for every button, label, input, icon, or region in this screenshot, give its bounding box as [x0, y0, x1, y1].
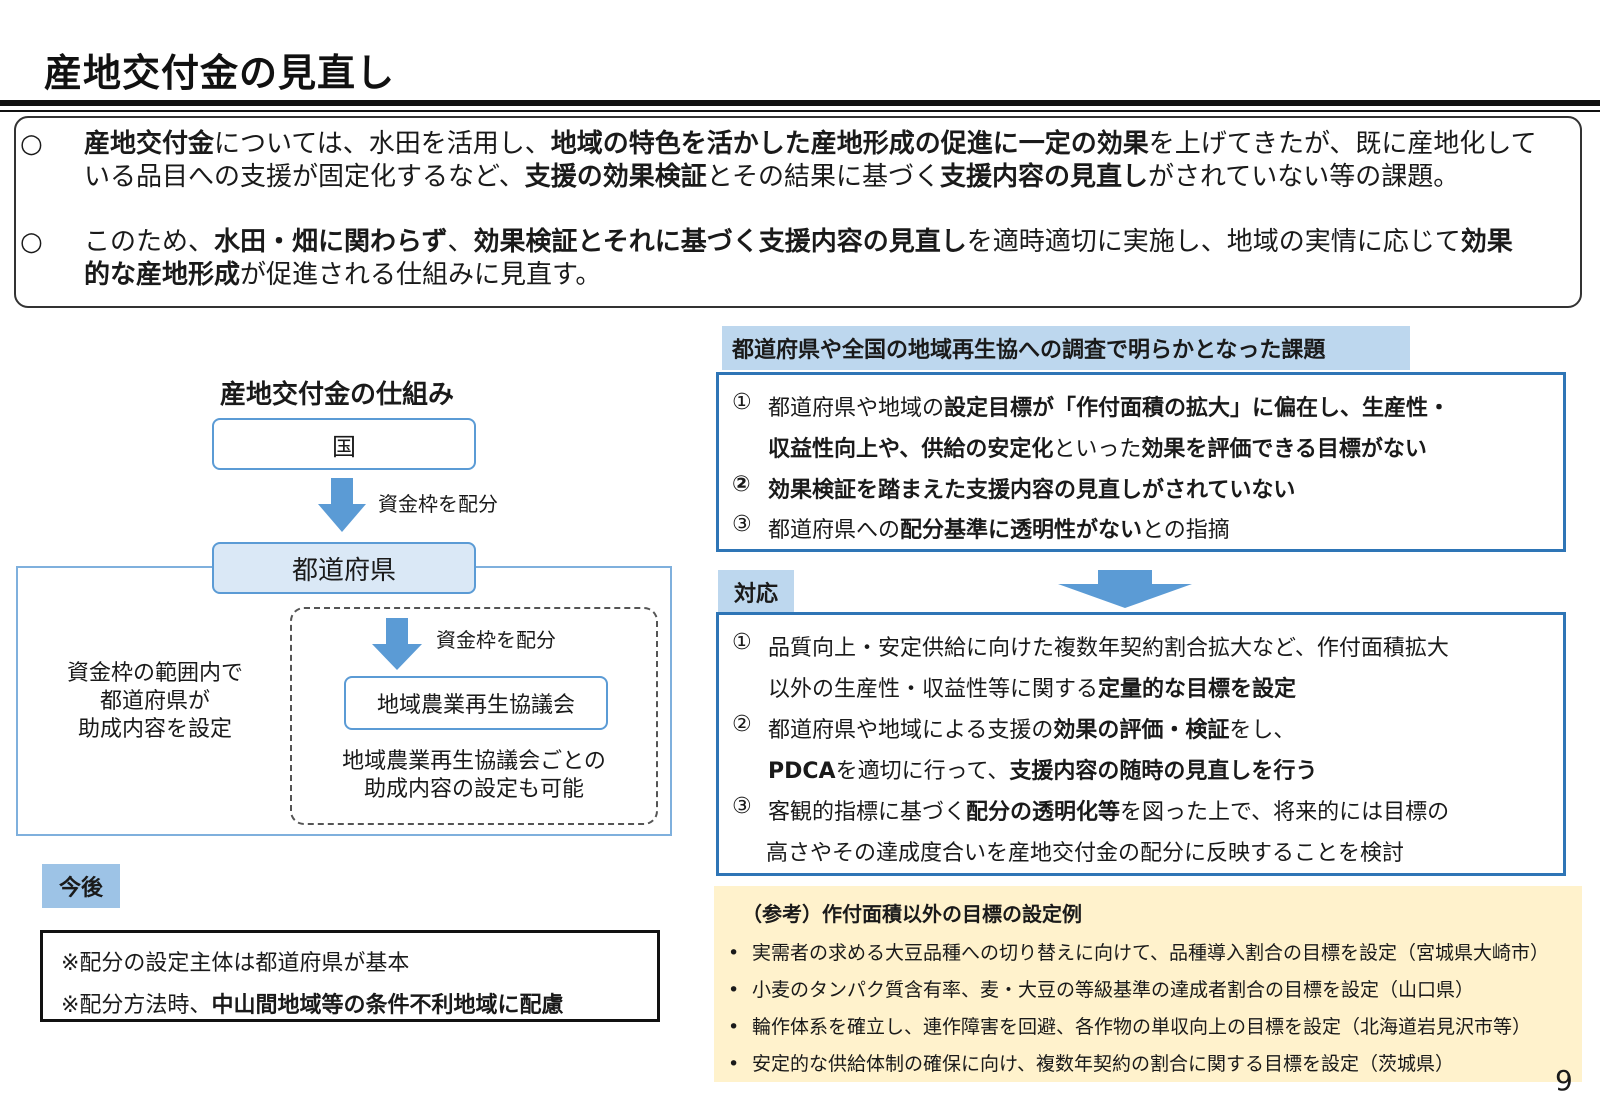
kongo-tag: 今後	[42, 864, 120, 908]
item-number: ②	[732, 712, 752, 737]
text: といった	[1053, 437, 1142, 462]
response-2-line-2: PDCAを適切に行って、支援内容の随時の見直しを行う	[768, 753, 1317, 785]
text: を適時適切に実施し、地域の実情に応じて	[966, 227, 1461, 257]
bullet-icon: •	[728, 979, 740, 1001]
issue-1-line-2: 収益性向上や、供給の安定化といった効果を評価できる目標がない	[768, 431, 1427, 463]
text: 都道府県や地域による支援の	[768, 718, 1054, 743]
issue-2-line: 効果検証を踏まえた支援内容の見直しがされていない	[768, 478, 1296, 503]
down-arrow-icon	[1058, 570, 1192, 608]
text: がされていない等の課題。	[1147, 162, 1460, 192]
council-dashed-region	[290, 607, 658, 825]
page-title: 産地交付金の見直し	[44, 51, 396, 95]
prefecture-note: 資金枠の範囲内で 都道府県が 助成内容を設定	[66, 661, 243, 742]
issues-tag: 都道府県や全国の地域再生協への調査で明らかとなった課題	[722, 326, 1410, 370]
text-bold: 支援内容の随時の見直しを行う	[1009, 759, 1318, 784]
issue-1-line-1: 都道府県や地域の設定目標が「作付面積の拡大」に偏在し、生産性・	[768, 390, 1450, 422]
item-number: ①	[732, 630, 752, 655]
page-number: 9	[1555, 1064, 1573, 1097]
bullet-icon: •	[728, 1053, 740, 1075]
text: 以外の生産性・収益性等に関する	[768, 677, 1099, 702]
text: このため、	[84, 227, 215, 257]
response-3-line-2: 高さやその達成度合いを産地交付金の配分に反映することを検討	[766, 841, 1405, 866]
text: との指摘	[1142, 518, 1230, 543]
text: とその結果に基づく	[706, 162, 940, 192]
council-note: 地域農業再生協議会ごとの 助成内容の設定も可能	[342, 749, 606, 802]
text-bold: 効果的な産地形成	[84, 227, 1513, 290]
text: 都道府県や地域の	[768, 396, 945, 421]
text-bold: 設定目標が「作付面積の拡大」に偏在し、生産性・	[944, 396, 1451, 421]
text: を上げてきたが、既に産地化している品目への支援が固定化するなど、	[84, 129, 1537, 192]
text: 客観的指標に基づく	[768, 800, 967, 825]
text: をし、	[1229, 718, 1296, 743]
text-bold: 支援内容の見直し	[939, 162, 1148, 192]
issue-3-line: 都道府県への配分基準に透明性がないとの指摘	[768, 512, 1230, 544]
title-rule	[0, 100, 1600, 106]
response-2-line-1: 都道府県や地域による支援の効果の評価・検証をし、	[768, 712, 1295, 744]
item-number: ①	[732, 390, 752, 415]
bullet-icon: •	[728, 942, 740, 964]
down-arrow-icon	[318, 478, 366, 532]
bullet-icon: •	[728, 1016, 740, 1038]
text: ※配分方法時、	[61, 993, 212, 1018]
text-bold: 水田・畑に関わらず	[214, 227, 448, 257]
response-1-line-2: 以外の生産性・収益性等に関する定量的な目標を設定	[768, 671, 1296, 703]
reference-item: • 実需者の求める大豆品種への切り替えに向けて、品種導入割合の目標を設定（宮城県大…	[728, 938, 1549, 965]
text: を図った上で、将来的には目標の	[1120, 800, 1450, 825]
text: 輪作体系を確立し、連作障害を回避、各作物の単収向上の目標を設定（北海道岩見沢市等…	[752, 1016, 1532, 1038]
text-bold: 配分の透明化等	[966, 800, 1121, 825]
node-council: 地域農業再生協議会	[344, 676, 608, 730]
down-arrow-icon	[372, 618, 422, 670]
node-kuni: 国	[212, 418, 476, 470]
summary-paragraph-1: ○ 産地交付金については、水田を活用し、地域の特色を活かした産地形成の促進に一定…	[20, 128, 1538, 194]
text-bold: 定量的な目標を設定	[1098, 677, 1297, 702]
reference-item: • 小麦のタンパク質含有率、麦・大豆の等級基準の達成者割合の目標を設定（山口県）	[728, 975, 1474, 1002]
reference-item: • 輪作体系を確立し、連作障害を回避、各作物の単収向上の目標を設定（北海道岩見沢市…	[728, 1012, 1531, 1039]
text: 小麦のタンパク質含有率、麦・大豆の等級基準の達成者割合の目標を設定（山口県）	[752, 979, 1475, 1001]
text: 都道府県への	[768, 518, 901, 543]
reference-title: （参考）作付面積以外の目標の設定例	[742, 902, 1082, 926]
mechanism-title: 産地交付金の仕組み	[220, 380, 455, 410]
item-number: ②	[732, 472, 751, 497]
text: 安定的な供給体制の確保に向け、複数年契約の割合に関する目標を設定（茨城県）	[752, 1053, 1455, 1075]
text-bold: 収益性向上や、供給の安定化	[768, 437, 1054, 462]
response-box	[716, 612, 1566, 876]
issues-box	[716, 372, 1566, 552]
text-bold: 産地交付金	[84, 129, 215, 159]
arrow-label: 資金枠を配分	[436, 628, 556, 652]
response-tag: 対応	[718, 570, 794, 614]
text-bold: 効果検証とそれに基づく支援内容の見直し	[473, 227, 967, 257]
summary-box: ○ 産地交付金については、水田を活用し、地域の特色を活かした産地形成の促進に一定…	[14, 116, 1582, 308]
kongo-box: ※配分の設定主体は都道府県が基本 ※配分方法時、中山間地域等の条件不利地域に配慮	[40, 930, 660, 1022]
text-bold: 配分基準に透明性がない	[900, 518, 1143, 543]
text: を適切に行って、	[835, 759, 1010, 784]
text: 、	[447, 227, 474, 257]
arrow-label: 資金枠を配分	[378, 492, 498, 516]
item-number: ③	[732, 512, 752, 537]
reference-box	[714, 886, 1582, 1082]
text-bold: 中山間地域等の条件不利地域に配慮	[211, 993, 564, 1018]
kongo-line-1: ※配分の設定主体は都道府県が基本	[61, 951, 410, 976]
item-number: ③	[732, 794, 752, 819]
node-prefecture: 都道府県	[212, 542, 476, 594]
response-1-line-1: 品質向上・安定供給に向けた複数年契約割合拡大など、作付面積拡大	[768, 636, 1449, 661]
text-bold: 地域の特色を活かした産地形成の促進に一定の効果	[550, 129, 1149, 159]
reference-item: • 安定的な供給体制の確保に向け、複数年契約の割合に関する目標を設定（茨城県）	[728, 1049, 1454, 1076]
text-bold: 効果を評価できる目標がない	[1141, 437, 1427, 462]
text: 実需者の求める大豆品種への切り替えに向けて、品種導入割合の目標を設定（宮城県大崎…	[752, 942, 1550, 964]
text-bold: PDCA	[768, 759, 836, 784]
circle-bullet: ○	[20, 227, 43, 257]
text: については、水田を活用し、	[214, 129, 551, 159]
text-bold: 支援の効果検証	[524, 162, 707, 192]
kongo-line-2: ※配分方法時、中山間地域等の条件不利地域に配慮	[61, 987, 563, 1019]
text: が促進される仕組みに見直す。	[240, 260, 602, 290]
title-rule-thin	[0, 110, 1600, 112]
text-bold: 効果の評価・検証	[1053, 718, 1230, 743]
summary-paragraph-2: ○ このため、水田・畑に関わらず、効果検証とそれに基づく支援内容の見直しを適時適…	[20, 226, 1538, 292]
response-3-line-1: 客観的指標に基づく配分の透明化等を図った上で、将来的には目標の	[768, 794, 1449, 826]
circle-bullet: ○	[20, 129, 43, 159]
